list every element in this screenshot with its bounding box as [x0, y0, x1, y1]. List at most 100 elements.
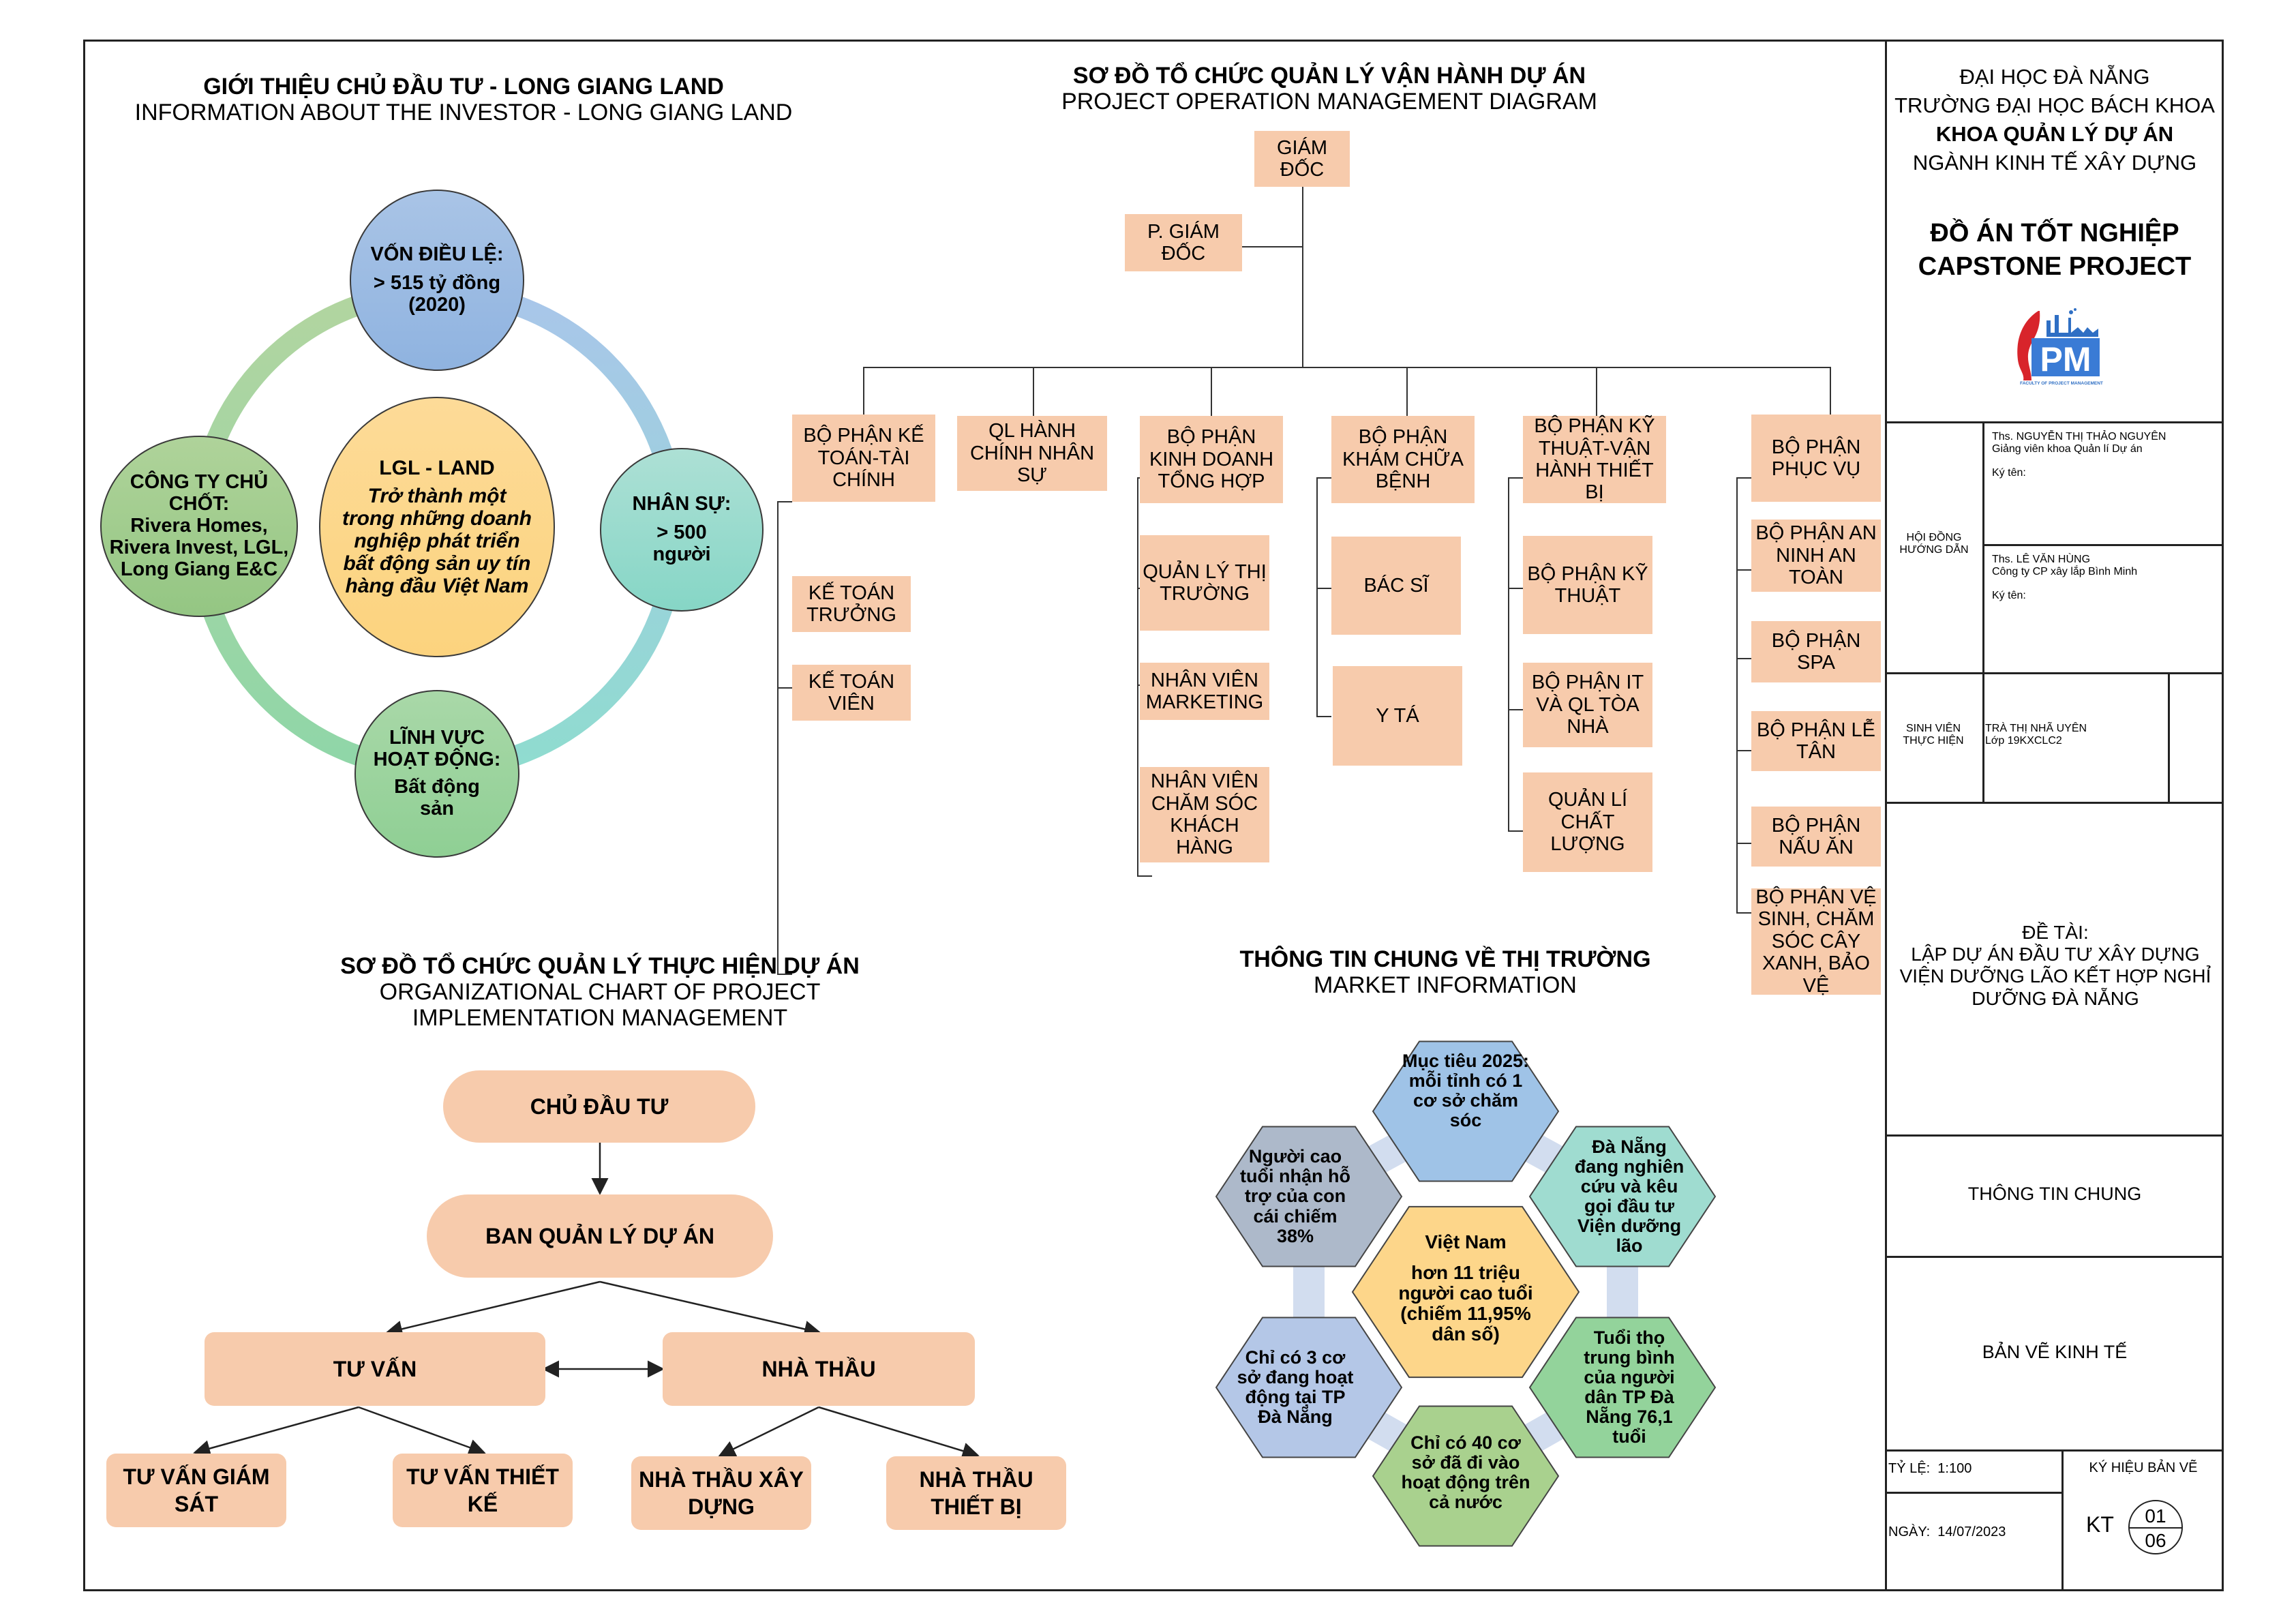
bubble-staff: NHÂN SỰ: > 500 người — [600, 448, 764, 612]
tb-school: TRƯỜNG ĐẠI HỌC BÁCH KHOA — [1894, 93, 2215, 118]
tb-divider-7 — [1885, 1492, 2062, 1494]
connector-sub-6-h — [1736, 477, 1751, 479]
logo-letters: PM — [2040, 340, 2091, 378]
hex-danang-research: Đà Nẵng đang nghiên cứu và kêu gọi đầu t… — [1574, 1136, 1685, 1257]
implementation-connectors — [193, 1104, 980, 1460]
bubble-key-companies: CÔNG TY CHỦ CHỐT: Rivera Homes, Rivera I… — [100, 436, 298, 617]
tb-divider-2 — [1885, 672, 2224, 674]
box-it-building: BỘ PHẬN IT VÀ QL TÒA NHÀ — [1523, 663, 1652, 747]
bubble-key-companies-title: CÔNG TY CHỦ CHỐT: — [130, 471, 269, 515]
connector-sub-6b — [1736, 658, 1751, 659]
tb-project-en: CAPSTONE PROJECT — [1918, 252, 2192, 282]
tb-divider-4 — [1885, 1134, 2224, 1137]
hex-shape-40-facilities — [1372, 1405, 1560, 1547]
arrow-contractor-to-construction — [718, 1406, 819, 1457]
box-quality-control: QUẢN LÍ CHẤT LƯỢNG — [1523, 772, 1652, 872]
connector-sub-5a — [1508, 588, 1523, 589]
box-dept-technical: BỘ PHẬN KỸ THUẬT-VẬN HÀNH THIẾT BỊ — [1523, 415, 1666, 503]
tb-sheet-no: 01 — [2145, 1505, 2166, 1527]
box-deputy-director: P. GIÁM ĐỐC — [1125, 214, 1242, 271]
arrow-pmu-to-contractor — [599, 1280, 821, 1338]
hex-center-text: Việt Nam hơn 11 triệu người cao tuổi (ch… — [1398, 1193, 1534, 1384]
bubble-staff-title: NHÂN SỰ: — [632, 493, 731, 515]
box-director: GIÁM ĐỐC — [1254, 131, 1350, 187]
tb-major: NGÀNH KINH TẾ XÂY DỰNG — [1912, 151, 2197, 175]
tb-project-vi: ĐỒ ÁN TỐT NGHIỆP — [1930, 219, 2179, 247]
box-dept-hr-admin: QL HÀNH CHÍNH NHÂN SỰ — [957, 416, 1107, 491]
tb-advisor-1-sign: Ký tên: — [1992, 466, 2026, 479]
connector-sub-6d — [1736, 843, 1751, 844]
connector-dept-2 — [1033, 367, 1034, 416]
market-hexagons — [1215, 1040, 1717, 1547]
box-consultant: TƯ VẤN — [205, 1332, 545, 1406]
tb-advisor-2: Ths. LÊ VĂN HÙNG Công ty CP xây lắp Bình… — [1992, 554, 2217, 602]
connector-sub-6 — [1736, 477, 1738, 914]
connector-dept-1 — [863, 367, 864, 416]
box-spa: BỘ PHẬN SPA — [1751, 621, 1881, 682]
hex-life-expectancy: Tuổi thọ trung bình của người dân TP Đà … — [1584, 1327, 1675, 1447]
box-dept-service: BỘ PHẬN PHỤC VỤ — [1751, 415, 1881, 502]
tb-student-label: SINH VIÊN THỰC HIỆN — [1903, 723, 1964, 747]
connector-sub-1 — [777, 501, 779, 975]
tb-advisor-1-role: Giảng viên khoa Quản lí Dự án — [1992, 443, 2143, 455]
tb-advisor-2-name: Ths. LÊ VĂN HÙNG — [1992, 554, 2091, 565]
tb-institution: ĐẠI HỌC ĐÀ NẴNG TRƯỜNG ĐẠI HỌC BÁCH KHOA… — [1887, 63, 2222, 178]
market-title-en: MARKET INFORMATION — [1314, 972, 1577, 999]
bubble-business-field: LĨNH VỰC HOẠT ĐỘNG: Bất động sản — [354, 690, 519, 858]
operation-title-en: PROJECT OPERATION MANAGEMENT DIAGRAM — [1061, 89, 1597, 115]
connector-dept-5 — [1596, 367, 1597, 416]
connector-director-trunk — [1302, 185, 1303, 368]
box-accountant: KẾ TOÁN VIÊN — [792, 665, 911, 721]
box-kitchen: BỘ PHẬN NẤU ĂN — [1751, 807, 1881, 867]
connector-sub-6e — [1736, 912, 1751, 914]
tb-advisor-1: Ths. NGUYỄN THỊ THẢO NGUYÊN Giảng viên k… — [1992, 431, 2217, 479]
bubble-business-field-body: Bất động sản — [394, 776, 480, 819]
box-technical-team: BỘ PHẬN KỸ THUẬT — [1523, 536, 1652, 634]
tb-sheet-number-badge: 01 06 — [2128, 1500, 2183, 1554]
tb-scale: TỶ LỆ: 1:100 — [1888, 1461, 1972, 1477]
box-construction-contractor: NHÀ THẦU XÂY DỰNG — [631, 1456, 811, 1530]
box-dept-accounting: BỘ PHẬN KẾ TOÁN-TÀI CHÍNH — [792, 415, 935, 502]
arrow-consultant-to-design — [358, 1406, 486, 1456]
connector-deputy — [1241, 246, 1302, 247]
tb-divider-1 — [1885, 421, 2224, 423]
box-supervision-consultant: TƯ VẤN GIÁM SÁT — [106, 1454, 286, 1527]
connector-sub-5-h — [1508, 477, 1523, 479]
tb-scale-label: TỶ LỆ: — [1888, 1461, 1931, 1476]
hex-40-facilities: Chỉ có 40 cơ sở đã đi vào hoạt động trên… — [1401, 1432, 1530, 1513]
implementation-section-title: SƠ ĐỒ TỔ CHỨC QUẢN LÝ THỰC HIỆN DỰ ÁN OR… — [225, 953, 975, 1031]
connector-sub-4-h — [1316, 477, 1331, 479]
tb-code: KT — [2086, 1512, 2114, 1537]
tb-student-name: TRÀ THỊ NHÃ UYÊN — [1985, 723, 2087, 734]
bubble-lgl-land: LGL - LAND Trở thành một trong những doa… — [319, 397, 555, 657]
hex-children-support: Người cao tuổi nhận hỗ trợ của con cái c… — [1240, 1146, 1350, 1246]
connector-sub-6c — [1736, 750, 1751, 751]
connector-dept-6 — [1830, 367, 1831, 416]
tb-project: ĐỒ ÁN TỐT NGHIỆP CAPSTONE PROJECT — [1887, 217, 2222, 284]
connector-sub-5b — [1508, 709, 1523, 710]
box-security: BỘ PHẬN AN NINH AN TOÀN — [1751, 520, 1881, 592]
market-section-title: THÔNG TIN CHUNG VỀ THỊ TRƯỜNG MARKET INF… — [1200, 946, 1691, 998]
tb-divider-advisors — [1982, 544, 2224, 546]
tb-col-1 — [1982, 421, 1984, 802]
hex-shape-target-2025 — [1372, 1040, 1560, 1182]
tb-divider-3 — [1885, 802, 2224, 804]
tb-code-label: KÝ HIỆU BẢN VẼ — [2089, 1460, 2198, 1475]
faculty-logo: PM FACULTY OF PROJECT MANAGEMENT — [2011, 305, 2106, 387]
connector-sub-4a — [1316, 588, 1331, 589]
bubble-lgl-land-body: Trở thành một trong những doanh nghiệp p… — [342, 485, 532, 597]
connector-sub-5c — [1508, 830, 1523, 832]
tb-date-value: 14/07/2023 — [1937, 1524, 2006, 1539]
hex-shape-center — [1351, 1205, 1580, 1379]
implementation-title-vi: SƠ ĐỒ TỔ CHỨC QUẢN LÝ THỰC HIỆN DỰ ÁN — [340, 953, 860, 979]
tb-drawing-type: BẢN VẼ KINH TẾ — [1982, 1342, 2128, 1362]
connector-sub-6a — [1736, 569, 1751, 571]
tb-topic-text: LẬP DỰ ÁN ĐẦU TƯ XÂY DỰNG VIỆN DƯỠNG LÃO… — [1899, 944, 2211, 1009]
investor-section-title: GIỚI THIỆU CHỦ ĐẦU TƯ - LONG GIANG LAND … — [102, 74, 825, 125]
tb-col-3 — [2061, 1449, 2064, 1591]
connector-sub-5 — [1508, 477, 1509, 832]
box-design-consultant: TƯ VẤN THIẾT KẾ — [393, 1454, 573, 1527]
connector-sub-1a — [777, 687, 792, 689]
tb-scale-value: 1:100 — [1937, 1461, 1972, 1476]
arrow-pmu-to-consultant — [385, 1280, 601, 1338]
